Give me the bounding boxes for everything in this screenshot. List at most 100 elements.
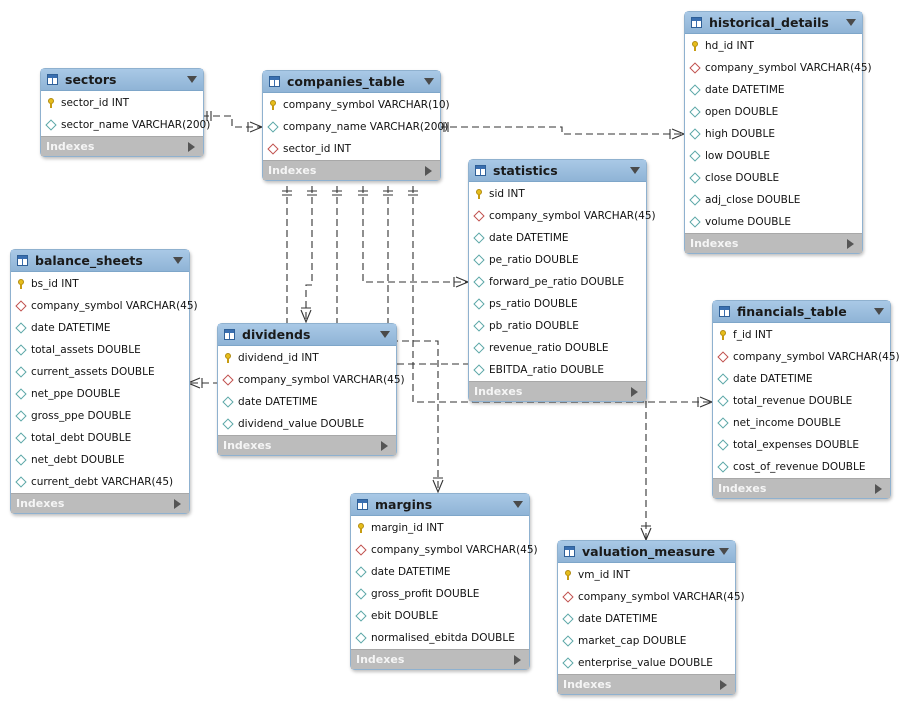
table-column-row[interactable]: company_symbol VARCHAR(45): [558, 586, 745, 608]
table-column-row[interactable]: adj_close DOUBLE: [685, 189, 862, 211]
collapse-arrow-icon[interactable]: [187, 76, 197, 83]
expand-arrow-icon[interactable]: [174, 498, 181, 509]
table-header[interactable]: statistics: [469, 160, 646, 182]
relationship-companies-dividends[interactable]: [300, 186, 317, 324]
table-column-row[interactable]: forward_pe_ratio DOUBLE: [469, 271, 646, 293]
table-header[interactable]: valuation_measure: [558, 541, 735, 563]
table-column-row[interactable]: pe_ratio DOUBLE: [469, 249, 646, 271]
table-column-row[interactable]: bs_id INT: [11, 273, 189, 295]
relationship-companies-historical-details[interactable]: [439, 122, 686, 140]
table-column-row[interactable]: company_symbol VARCHAR(45): [11, 295, 198, 317]
table-column-row[interactable]: normalised_ebitda DOUBLE: [351, 627, 529, 649]
table-column-row[interactable]: company_symbol VARCHAR(45): [469, 205, 656, 227]
collapse-arrow-icon[interactable]: [173, 257, 183, 264]
table-column-row[interactable]: date DATETIME: [685, 79, 862, 101]
table-column-row[interactable]: open DOUBLE: [685, 101, 862, 123]
table-header[interactable]: dividends: [218, 324, 396, 346]
table-column-row[interactable]: close DOUBLE: [685, 167, 862, 189]
expand-arrow-icon[interactable]: [514, 654, 521, 665]
expand-arrow-icon[interactable]: [381, 440, 388, 451]
collapse-arrow-icon[interactable]: [719, 548, 729, 555]
table-column-row[interactable]: date DATETIME: [351, 561, 529, 583]
table-column-row[interactable]: dividend_value DOUBLE: [218, 413, 396, 435]
table-column-row[interactable]: high DOUBLE: [685, 123, 862, 145]
collapse-arrow-icon[interactable]: [874, 308, 884, 315]
table-column-row[interactable]: current_debt VARCHAR(45): [11, 471, 189, 493]
table-column-row[interactable]: margin_id INT: [351, 517, 529, 539]
table-header[interactable]: margins: [351, 494, 529, 516]
expand-arrow-icon[interactable]: [720, 679, 727, 690]
collapse-arrow-icon[interactable]: [380, 331, 390, 338]
indexes-section[interactable]: Indexes: [263, 160, 440, 180]
table-column-row[interactable]: EBITDA_ratio DOUBLE: [469, 359, 646, 381]
collapse-arrow-icon[interactable]: [630, 167, 640, 174]
collapse-arrow-icon[interactable]: [846, 19, 856, 26]
table-column-row[interactable]: sector_id INT: [263, 138, 440, 160]
table-column-row[interactable]: revenue_ratio DOUBLE: [469, 337, 646, 359]
collapse-arrow-icon[interactable]: [424, 78, 434, 85]
table-header[interactable]: sectors: [41, 69, 203, 91]
table-column-row[interactable]: net_income DOUBLE: [713, 412, 890, 434]
table-column-row[interactable]: total_debt DOUBLE: [11, 427, 189, 449]
table-column-row[interactable]: sector_name VARCHAR(200): [41, 114, 210, 136]
indexes-section[interactable]: Indexes: [685, 233, 862, 253]
table-column-row[interactable]: cost_of_revenue DOUBLE: [713, 456, 890, 478]
table-column-row[interactable]: total_revenue DOUBLE: [713, 390, 890, 412]
table-column-row[interactable]: date DATETIME: [218, 391, 396, 413]
expand-arrow-icon[interactable]: [188, 141, 195, 152]
table-header[interactable]: historical_details: [685, 12, 862, 34]
table-column-row[interactable]: date DATETIME: [11, 317, 189, 339]
table-column-row[interactable]: company_symbol VARCHAR(45): [218, 369, 405, 391]
expand-arrow-icon[interactable]: [875, 483, 882, 494]
indexes-section[interactable]: Indexes: [713, 478, 890, 498]
table-column-row[interactable]: market_cap DOUBLE: [558, 630, 735, 652]
table-column-row[interactable]: total_expenses DOUBLE: [713, 434, 890, 456]
table-header[interactable]: companies_table: [263, 71, 440, 93]
table-header[interactable]: financials_table: [713, 301, 890, 323]
table-column-row[interactable]: company_symbol VARCHAR(10): [263, 94, 450, 116]
expand-arrow-icon[interactable]: [631, 386, 638, 397]
table-column-row[interactable]: enterprise_value DOUBLE: [558, 652, 735, 674]
expand-arrow-icon[interactable]: [847, 238, 854, 249]
relationship-sectors-companies[interactable]: [202, 111, 264, 133]
table-column-row[interactable]: dividend_id INT: [218, 347, 396, 369]
relationship-companies-statistics[interactable]: [358, 186, 470, 288]
indexes-section[interactable]: Indexes: [469, 381, 646, 401]
table-header[interactable]: balance_sheets: [11, 250, 189, 272]
table-column-row[interactable]: low DOUBLE: [685, 145, 862, 167]
table-column-row[interactable]: sector_id INT: [41, 92, 203, 114]
table-column-row[interactable]: net_debt DOUBLE: [11, 449, 189, 471]
indexes-section[interactable]: Indexes: [41, 136, 203, 156]
table-column-row[interactable]: volume DOUBLE: [685, 211, 862, 233]
table-column-row[interactable]: company_symbol VARCHAR(45): [713, 346, 900, 368]
table-column-row[interactable]: company_name VARCHAR(200): [263, 116, 448, 138]
expand-arrow-icon[interactable]: [425, 165, 432, 176]
table-column-row[interactable]: company_symbol VARCHAR(45): [685, 57, 872, 79]
table-column-row[interactable]: date DATETIME: [469, 227, 646, 249]
table-column-row[interactable]: f_id INT: [713, 324, 890, 346]
table-column-row[interactable]: gross_profit DOUBLE: [351, 583, 529, 605]
table-column-row[interactable]: ps_ratio DOUBLE: [469, 293, 646, 315]
table-column-row[interactable]: date DATETIME: [558, 608, 735, 630]
indexes-section[interactable]: Indexes: [351, 649, 529, 669]
table-column-row[interactable]: gross_ppe DOUBLE: [11, 405, 189, 427]
table-column-row[interactable]: company_symbol VARCHAR(45): [351, 539, 538, 561]
table-column-row[interactable]: ebit DOUBLE: [351, 605, 529, 627]
table-column-row[interactable]: net_ppe DOUBLE: [11, 383, 189, 405]
indexes-section[interactable]: Indexes: [218, 435, 396, 455]
table-column-row[interactable]: date DATETIME: [713, 368, 890, 390]
table-column-row[interactable]: current_assets DOUBLE: [11, 361, 189, 383]
table-companies-table[interactable]: companies_table company_symbol VARCHAR(1…: [262, 70, 450, 181]
table-column-row[interactable]: total_assets DOUBLE: [11, 339, 189, 361]
table-column-row[interactable]: sid INT: [469, 183, 646, 205]
indexes-section[interactable]: Indexes: [558, 674, 735, 694]
table-column-row[interactable]: vm_id INT: [558, 564, 735, 586]
indexes-section[interactable]: Indexes: [11, 493, 189, 513]
